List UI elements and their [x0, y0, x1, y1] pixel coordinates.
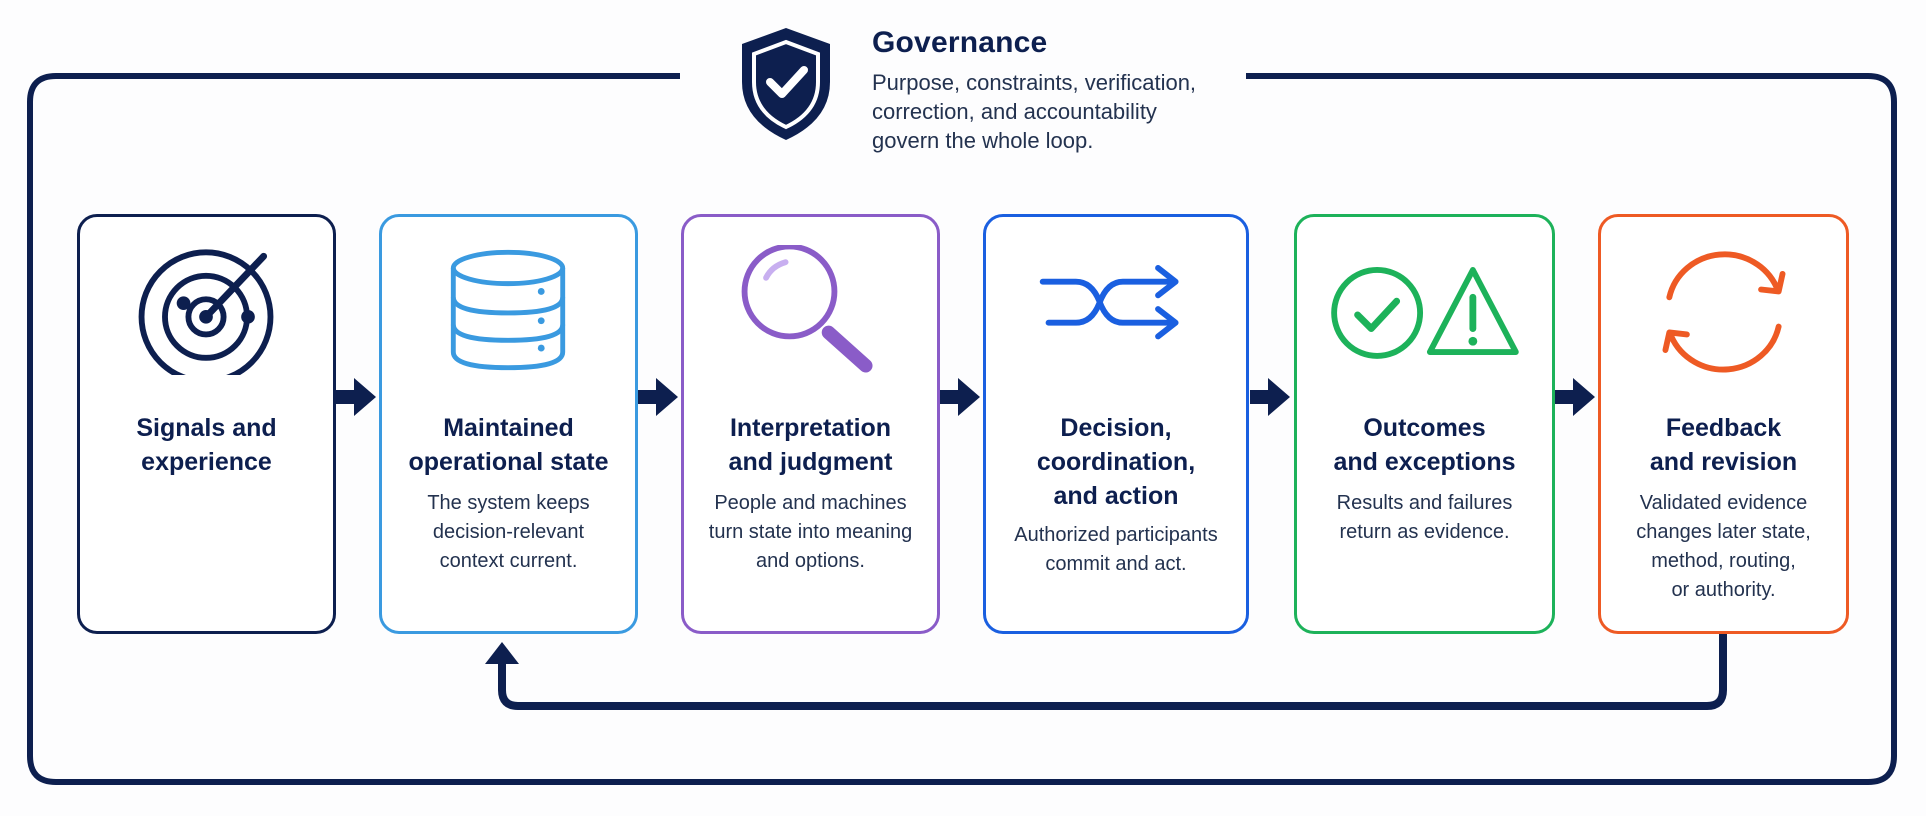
feedback-loop-arrow	[498, 634, 1727, 710]
shuffle-arrows-icon	[1039, 265, 1179, 340]
stage-title: Interpretation and judgment	[728, 414, 893, 476]
stage-card-feedback: Feedback and revision Validated evidence…	[1598, 214, 1849, 634]
flow-arrow	[1250, 378, 1290, 416]
feedback-loop-arrowhead	[485, 642, 519, 664]
stage-description: Authorized participants commit and act.	[1014, 524, 1218, 575]
stage-title: Signals and experience	[136, 414, 277, 476]
check-and-warning-icon	[1331, 267, 1519, 359]
governance-frame	[27, 73, 1897, 785]
stage-title: Decision, coordination, and action	[1036, 414, 1196, 510]
shield-check-icon	[742, 28, 830, 140]
warning-triangle-icon	[1426, 267, 1519, 355]
stage-card-decision: Decision, coordination, and action Autho…	[983, 214, 1249, 634]
governance-description: Purpose, constraints, verification, corr…	[872, 70, 1197, 153]
governance-title: Governance	[872, 26, 1048, 59]
stage-card-state: Maintained operational state The system …	[379, 214, 638, 634]
database-icon	[450, 249, 566, 371]
check-circle-icon	[1331, 267, 1424, 359]
stage-description: People and machines turn state into mean…	[708, 492, 913, 572]
flow-arrow	[336, 378, 376, 416]
radar-icon	[138, 249, 274, 375]
stage-card-interpretation: Interpretation and judgment People and m…	[681, 214, 940, 634]
flow-arrow	[940, 378, 980, 416]
refresh-cycle-icon	[1662, 251, 1786, 373]
stage-card-signals: Signals and experience	[77, 214, 336, 634]
stage-title: Outcomes and exceptions	[1333, 414, 1516, 476]
stage-description: Results and failures return as evidence.	[1336, 492, 1513, 543]
flow-arrow	[638, 378, 678, 416]
flow-arrow	[1555, 378, 1595, 416]
stage-description: Validated evidence changes later state, …	[1636, 492, 1811, 601]
stage-card-outcomes: Outcomes and exceptions Results and fail…	[1294, 214, 1555, 634]
stage-description: The system keeps decision-relevant conte…	[427, 492, 590, 572]
stage-title: Feedback and revision	[1649, 414, 1798, 476]
magnifier-icon	[741, 245, 873, 373]
stage-title: Maintained operational state	[408, 414, 609, 476]
